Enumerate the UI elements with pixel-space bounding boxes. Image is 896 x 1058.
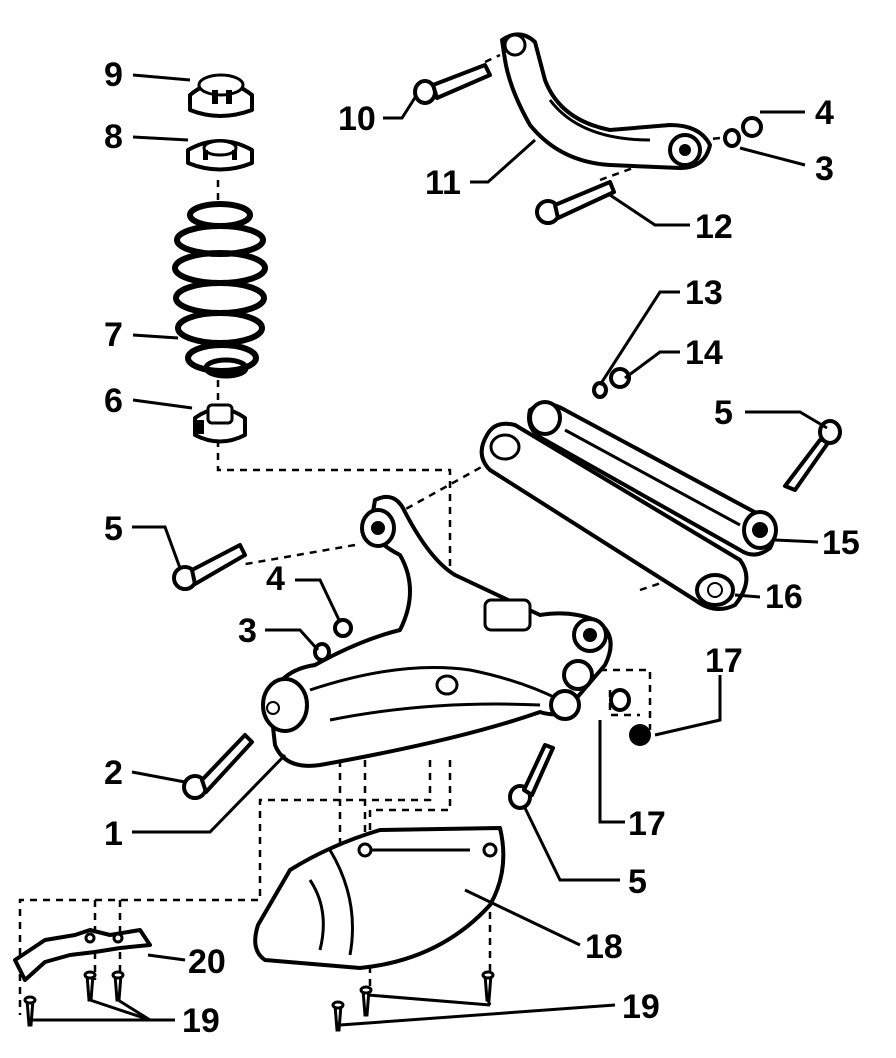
callout-10: 10 xyxy=(338,100,376,138)
bolt-10 xyxy=(413,63,492,105)
transverse-link-16 xyxy=(479,421,749,611)
callout-2: 2 xyxy=(104,754,123,792)
callout-3-top: 3 xyxy=(815,150,834,188)
callout-12: 12 xyxy=(695,208,733,246)
coil-spring-7 xyxy=(172,201,268,379)
washer-3-mid xyxy=(313,642,331,662)
callout-3-mid: 3 xyxy=(238,612,257,650)
callout-17-top: 17 xyxy=(705,642,743,680)
callout-14: 14 xyxy=(685,334,723,372)
upper-link-11 xyxy=(500,32,712,170)
bump-stop-6 xyxy=(193,403,247,444)
callout-5-right: 5 xyxy=(714,394,733,432)
callout-17-bottom: 17 xyxy=(628,805,666,843)
leader-lines xyxy=(28,73,828,1027)
spring-mount-9 xyxy=(188,73,254,118)
callout-4-mid: 4 xyxy=(266,560,285,598)
bolt-2 xyxy=(182,733,254,800)
washer-3-top xyxy=(723,128,741,148)
spring-seat-8 xyxy=(186,139,254,172)
callout-5-left: 5 xyxy=(104,510,123,548)
nut-4-mid xyxy=(333,618,353,638)
callout-13: 13 xyxy=(685,274,723,312)
callout-6: 6 xyxy=(104,382,123,420)
link-15 xyxy=(527,400,778,557)
callout-11: 11 xyxy=(425,164,461,202)
callout-8: 8 xyxy=(104,118,123,156)
callout-18: 18 xyxy=(585,928,623,966)
callout-labels: 9 8 7 6 10 11 12 4 3 13 14 5 15 16 5 4 3… xyxy=(104,56,860,1040)
callout-15: 15 xyxy=(822,524,860,562)
callout-19-left: 19 xyxy=(182,1002,220,1040)
callout-1: 1 xyxy=(104,815,123,853)
nut-17-outer xyxy=(629,724,651,746)
bolt-12 xyxy=(535,180,616,225)
nut-4-top xyxy=(741,116,763,138)
callout-16: 16 xyxy=(765,578,803,616)
callout-4-top: 4 xyxy=(815,94,834,132)
callout-19-right: 19 xyxy=(622,988,660,1026)
bracket-20 xyxy=(13,928,152,982)
bolt-5-right xyxy=(783,419,842,492)
cover-panel-18 xyxy=(253,826,506,970)
nut-14 xyxy=(609,367,631,389)
bolt-5-lower xyxy=(508,743,555,810)
assembly-dashed-lines xyxy=(18,53,721,1015)
screws-19 xyxy=(23,970,495,1032)
bolt-5-left xyxy=(172,543,247,591)
washer-13 xyxy=(592,381,608,399)
callout-7: 7 xyxy=(104,316,123,354)
callout-9: 9 xyxy=(104,56,123,94)
callout-5-lower: 5 xyxy=(628,863,647,901)
callout-20: 20 xyxy=(188,943,226,981)
lower-arm-1 xyxy=(261,495,613,768)
nut-17-inner xyxy=(609,688,631,712)
